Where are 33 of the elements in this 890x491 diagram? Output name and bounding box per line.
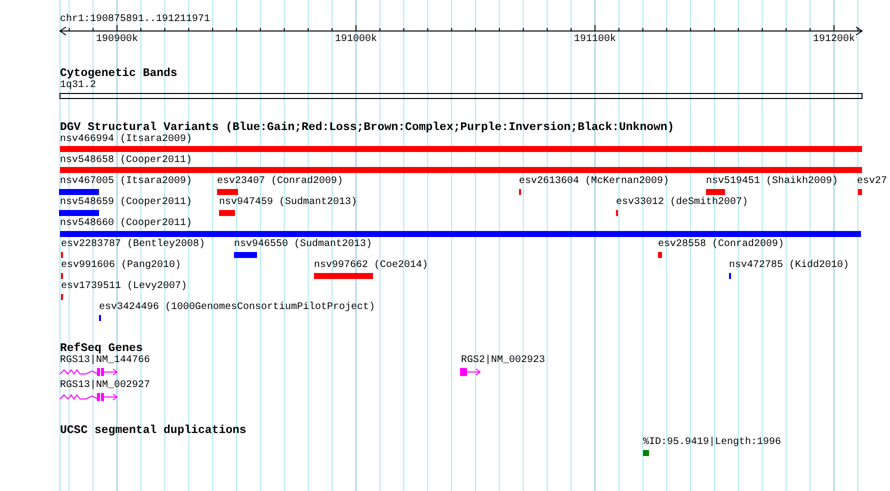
variant-label: nsv467005 (Itsara2009) [60, 176, 192, 188]
gene-label: RGS2|NM_002923 [461, 355, 546, 367]
gene-label: RGS13|NM_144766 [60, 355, 150, 367]
duplication-label: %ID:95.9419|Length:1996 [643, 437, 782, 449]
track-heading: UCSC segmental duplications [60, 425, 246, 437]
variant-label: esv1739511 (Levy2007) [61, 281, 188, 293]
variant-label: nsv548658 (Cooper2011) [60, 155, 192, 167]
tick-label: 191200k [813, 34, 855, 46]
variant-label: nsv519451 (Shaikh2009) [706, 176, 838, 188]
tick-label: 191100k [574, 34, 616, 46]
variant-label: esv23407 (Conrad2009) [217, 176, 344, 188]
variant-label: esv28558 (Conrad2009) [658, 239, 784, 251]
gene-label: RGS13|NM_002927 [60, 380, 150, 392]
variant-label: nsv548660 (Cooper2011) [60, 218, 192, 230]
variant-label: esv991606 (Pang2010) [61, 260, 182, 272]
track-heading: RefSeq Genes [60, 343, 143, 355]
variant-label: nsv946550 (Sudmant2013) [234, 239, 372, 251]
variant-label: nsv472785 (Kidd2010) [729, 260, 850, 272]
tick-label: 191000k [335, 34, 377, 46]
variant-label: nsv466994 (Itsara2009) [60, 134, 192, 146]
variant-label: nsv548659 (Cooper2011) [60, 197, 192, 209]
variant-label: esv33012 (deSmith2007) [616, 197, 748, 209]
variant-label: esv27 [857, 176, 888, 188]
variant-label: esv2613604 (McKernan2009) [519, 176, 670, 188]
band-label: 1q31.2 [60, 80, 96, 92]
track-heading: Cytogenetic Bands [60, 68, 178, 80]
variant-label: nsv947459 (Sudmant2013) [219, 197, 358, 209]
variant-label: esv3424496 (1000GenomesConsortiumPilotProject) [99, 302, 376, 314]
track-heading: DGV Structural Variants (Blue:Gain;Red:Loss;Brown:Complex;Purple:Inversion;Black:Unknown) [60, 122, 674, 134]
region-title: chr1:190875891..191211971 [60, 14, 210, 26]
variant-label: nsv997662 (Coe2014) [314, 260, 428, 272]
variant-label: esv2283787 (Bentley2008) [61, 239, 206, 251]
tick-label: 190900k [96, 34, 138, 46]
